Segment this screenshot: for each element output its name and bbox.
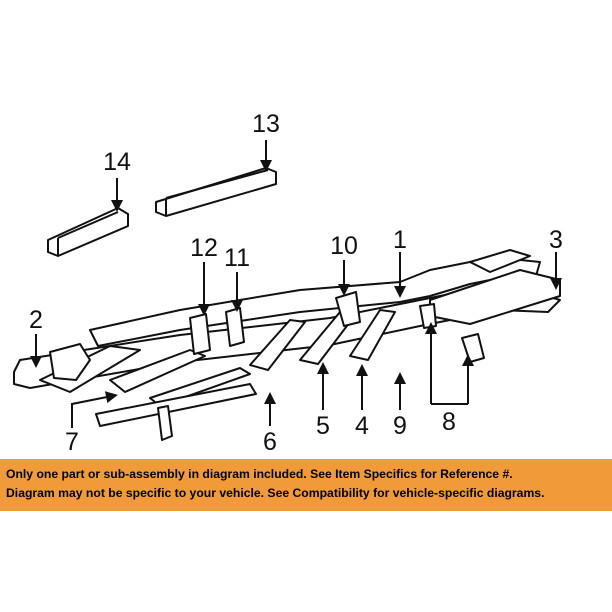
callout-4: 4 xyxy=(355,412,369,440)
notice-banner: Only one part or sub-assembly in diagram… xyxy=(0,459,612,511)
callout-14: 14 xyxy=(103,148,131,176)
callout-8: 8 xyxy=(442,408,456,436)
callout-3: 3 xyxy=(549,226,563,254)
callout-2: 2 xyxy=(29,306,43,334)
callout-10: 10 xyxy=(330,232,358,260)
frame-assembly xyxy=(13,249,561,441)
callout-5: 5 xyxy=(316,412,330,440)
callout-6: 6 xyxy=(263,428,277,455)
callout-1: 1 xyxy=(393,226,407,254)
callout-12: 12 xyxy=(190,234,218,262)
frame-exploded-diagram: 14 13 12 11 10 1 3 2 7 6 5 4 9 8 xyxy=(13,110,563,455)
part-13-bracket xyxy=(155,167,277,217)
notice-line-1: Only one part or sub-assembly in diagram… xyxy=(6,467,513,481)
callout-11: 11 xyxy=(224,244,250,272)
part-14-bracket xyxy=(47,207,129,257)
leader-7 xyxy=(71,391,118,428)
notice-line-2: Diagram may not be specific to your vehi… xyxy=(6,486,545,500)
callout-13: 13 xyxy=(252,110,280,138)
leader-8 xyxy=(425,322,474,405)
callout-7: 7 xyxy=(65,428,79,455)
callout-9: 9 xyxy=(393,412,407,440)
